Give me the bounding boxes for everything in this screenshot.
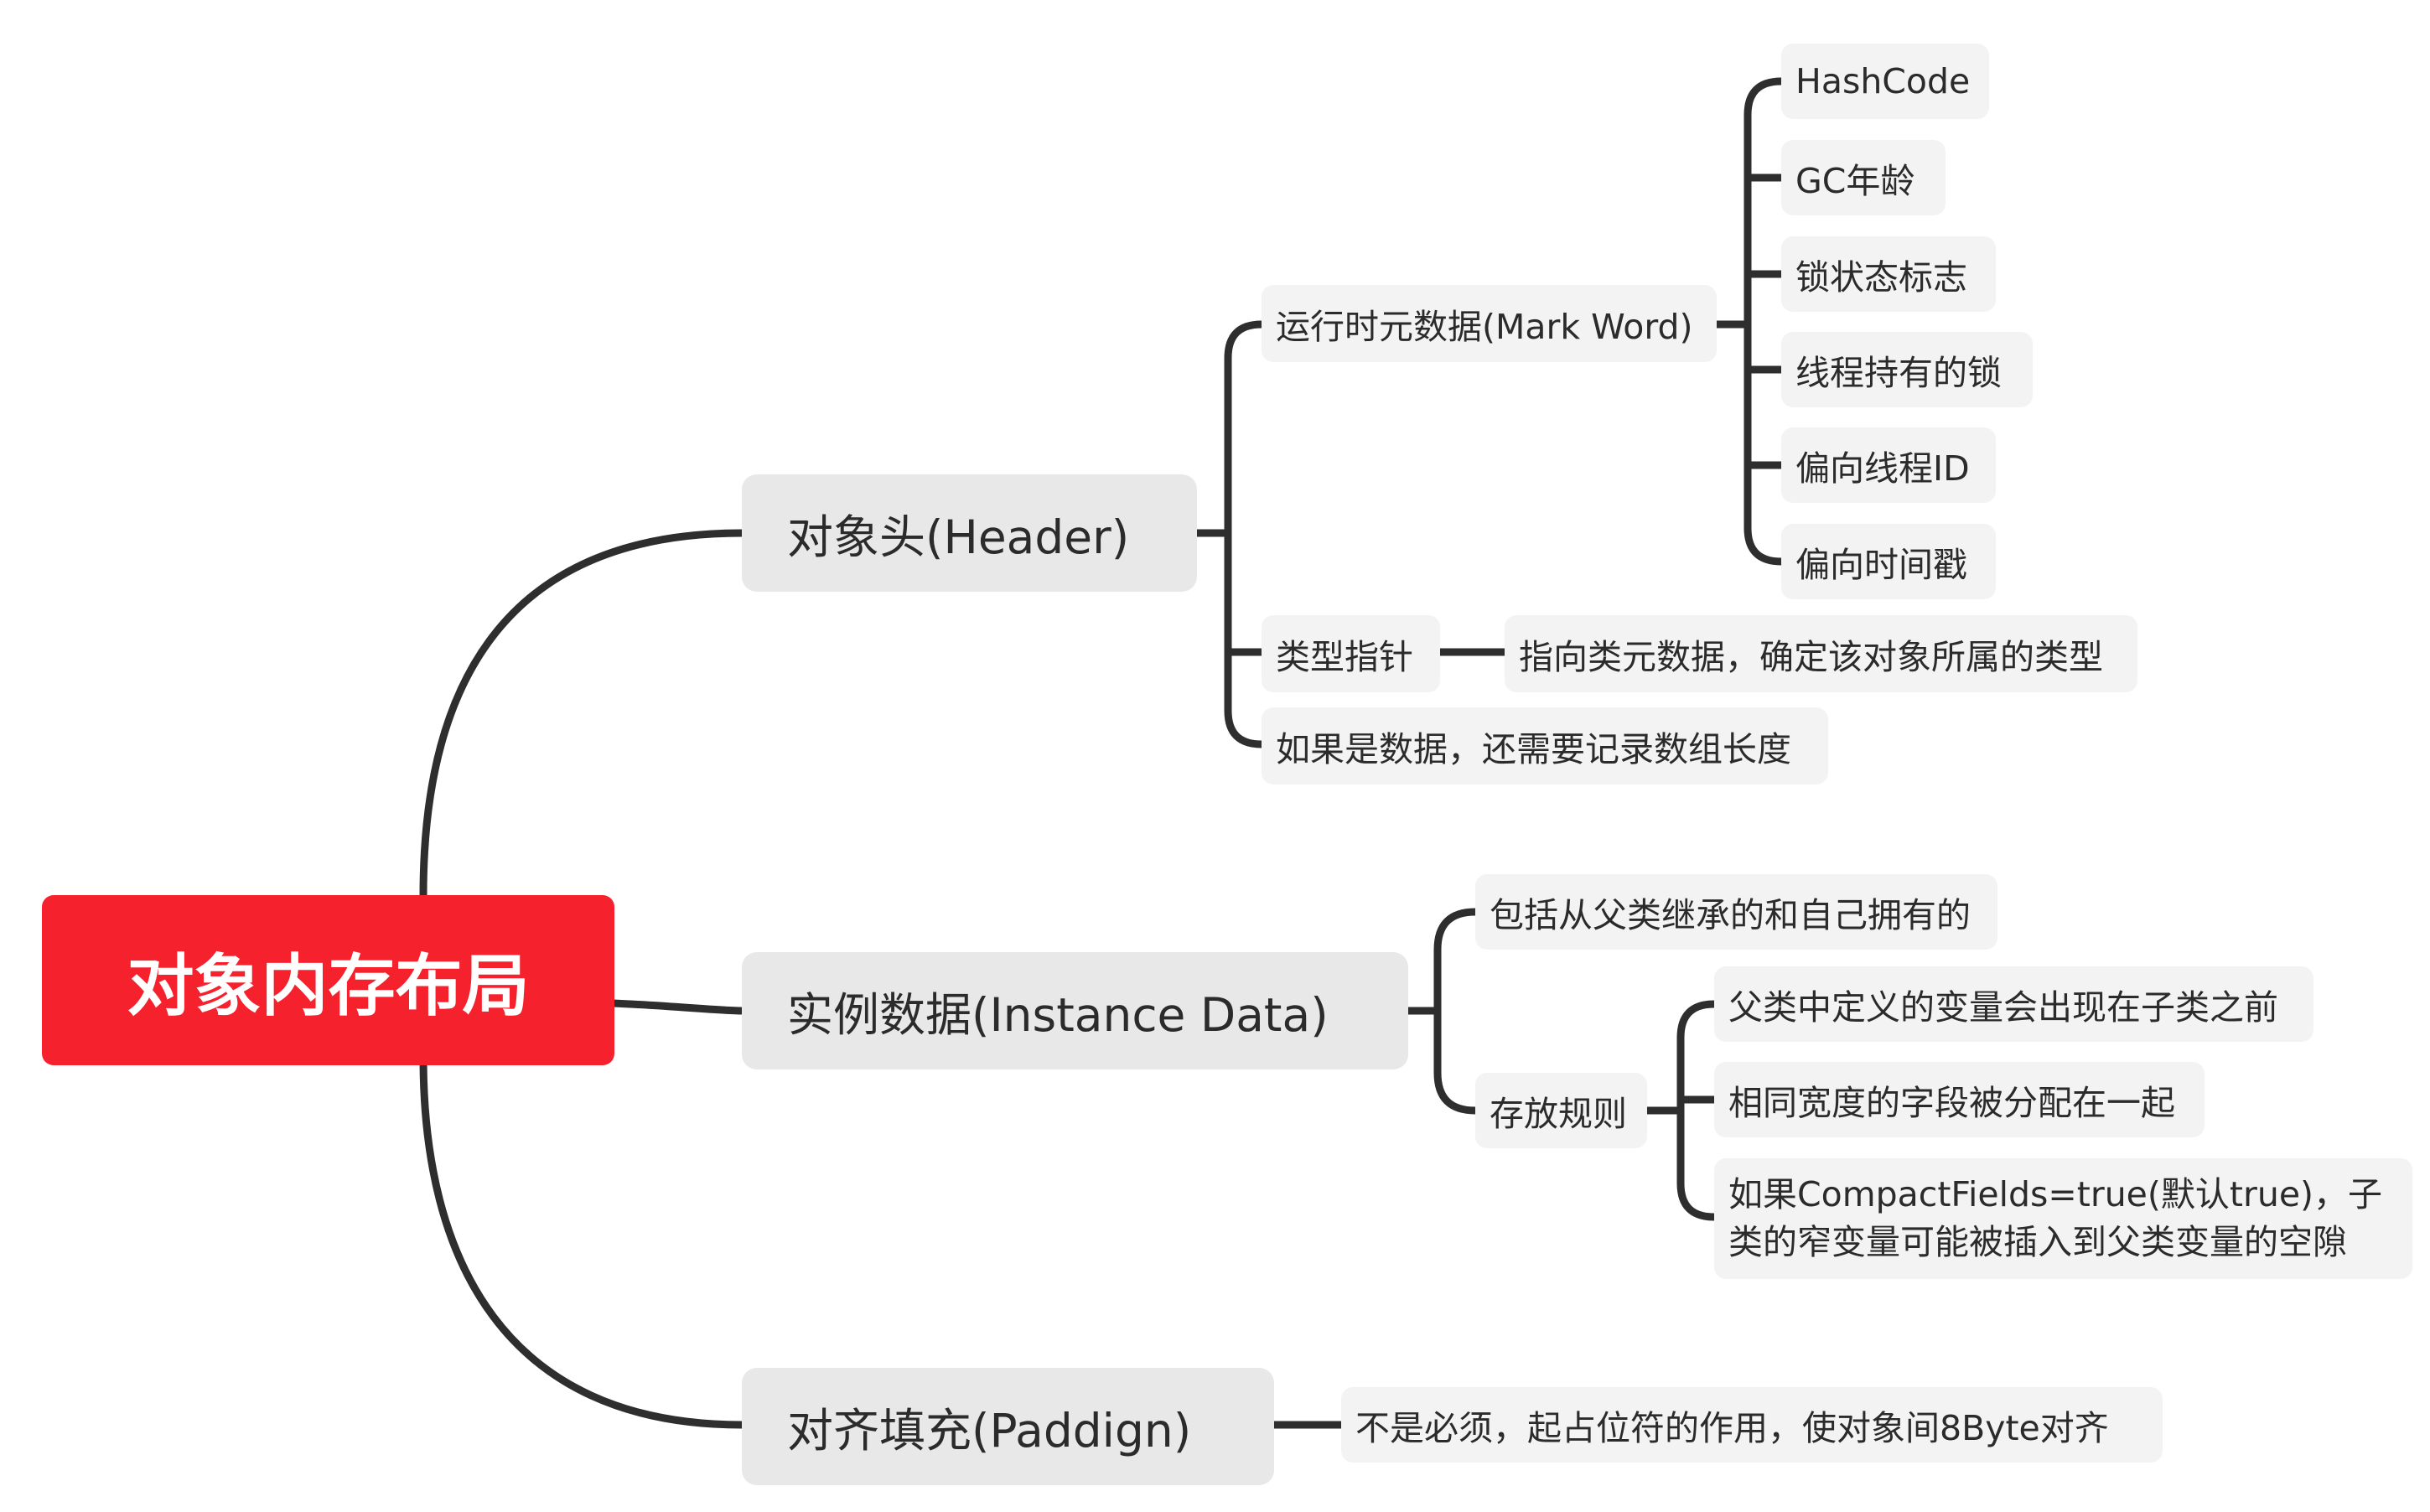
rules-node[interactable]: 存放规则 [1475, 1073, 1647, 1148]
markword-item[interactable]: HashCode [1781, 44, 1989, 119]
markword-item[interactable]: 锁状态标志 [1781, 236, 1996, 312]
instance-data-node[interactable]: 实例数据(Instance Data) [742, 952, 1408, 1069]
header-node[interactable]: 对象头(Header) [742, 474, 1197, 592]
rule-item[interactable]: 相同宽度的字段被分配在一起 [1714, 1062, 2205, 1137]
array-length-node[interactable]: 如果是数据，还需要记录数组长度 [1262, 707, 1828, 784]
markword-item[interactable]: GC年龄 [1781, 140, 1946, 215]
rule-item[interactable]: 如果CompactFields=true(默认true)，子类的窄变量可能被插入… [1714, 1158, 2412, 1279]
rule-item[interactable]: 父类中定义的变量会出现在子类之前 [1714, 966, 2313, 1042]
padding-node[interactable]: 对齐填充(Paddign) [742, 1368, 1274, 1485]
rules-bracket [1640, 1000, 1718, 1221]
type-pointer-node[interactable]: 类型指针 [1262, 615, 1440, 692]
includes-node[interactable]: 包括从父类继承的和自己拥有的 [1475, 874, 1997, 950]
markword-item[interactable]: 偏向线程ID [1781, 427, 1996, 503]
header-bracket [1190, 320, 1266, 748]
root-node[interactable]: 对象内存布局 [42, 895, 614, 1065]
root-to-instance-line [609, 999, 746, 1015]
root-to-padding-line [419, 1054, 746, 1429]
markword-item[interactable]: 偏向时间戳 [1781, 524, 1996, 599]
markword-bracket [1710, 77, 1785, 566]
mark-word-node[interactable]: 运行时元数据(Mark Word) [1262, 285, 1717, 362]
padding-detail[interactable]: 不是必须，起占位符的作用，使对象间8Byte对齐 [1341, 1387, 2163, 1463]
markword-item[interactable]: 线程持有的锁 [1781, 332, 2033, 407]
instance-bracket [1404, 908, 1479, 1115]
type-pointer-detail[interactable]: 指向类元数据，确定该对象所属的类型 [1505, 615, 2137, 692]
root-to-header-line [419, 529, 746, 899]
